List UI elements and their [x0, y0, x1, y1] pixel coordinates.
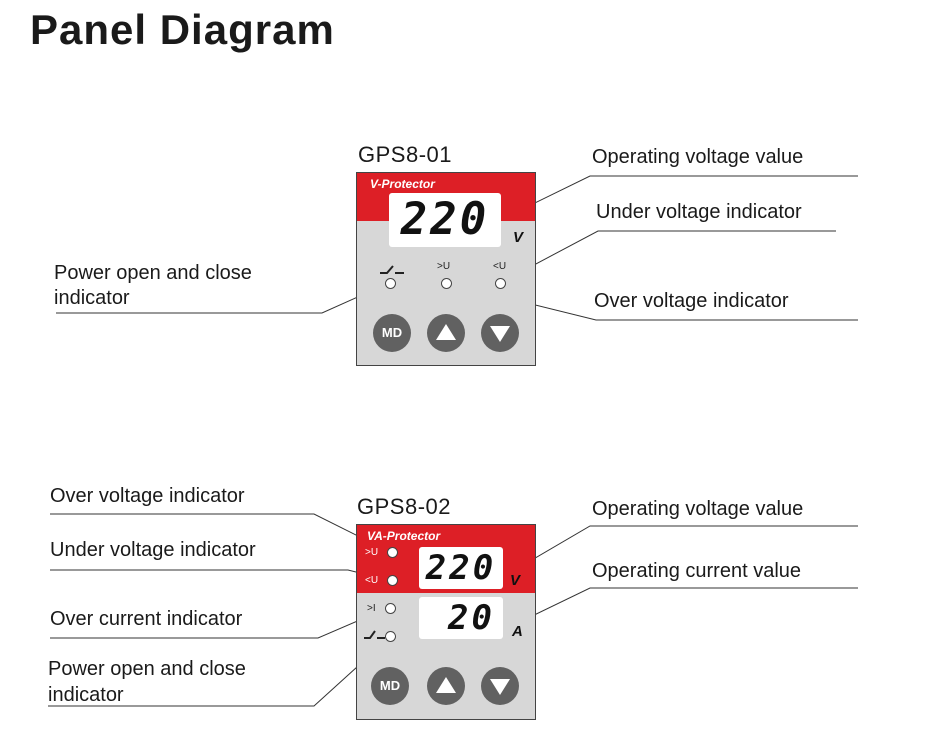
model-gps8-02: GPS8-02 — [357, 494, 451, 519]
arrow-up-icon — [436, 324, 456, 340]
up-button[interactable] — [427, 667, 465, 705]
over-voltage-tag: >U — [437, 261, 451, 272]
under-voltage-led — [495, 278, 506, 289]
voltage-display: 220 — [389, 193, 501, 247]
md-button[interactable]: MD — [371, 667, 409, 705]
under-voltage-led — [387, 575, 398, 586]
power-indicator-led — [385, 278, 396, 289]
callout-operating-voltage-2: Operating voltage value — [592, 498, 804, 520]
callout-power-2-line1: Power open and close — [48, 658, 246, 680]
up-button[interactable] — [427, 314, 465, 352]
arrow-down-icon — [490, 326, 510, 342]
line-under-voltage-2 — [50, 569, 389, 581]
callout-under-voltage-2: Under voltage indicator — [50, 539, 256, 561]
callout-power-1-line1: Power open and close — [54, 262, 252, 284]
voltage-unit: V — [510, 572, 521, 589]
arrow-down-icon — [490, 679, 510, 695]
power-switch-icon — [380, 265, 404, 274]
callout-power-1-line2: indicator — [54, 287, 130, 309]
callout-over-current-2: Over current indicator — [50, 608, 243, 630]
brand-label: V-Protector — [370, 177, 435, 191]
voltage-unit: V — [513, 229, 524, 246]
down-button[interactable] — [481, 667, 519, 705]
line-under-voltage-1 — [499, 230, 836, 284]
arrow-up-icon — [436, 677, 456, 693]
panel-gps8-01: V-Protector 220 V >U <U MD — [356, 172, 536, 366]
panel-gps8-02: VA-Protector >U <U 220 V >I 20 A MD — [356, 524, 536, 720]
under-voltage-tag: <U — [493, 261, 507, 272]
under-voltage-tag: <U — [365, 575, 379, 586]
over-voltage-led — [441, 278, 452, 289]
callout-over-voltage-2: Over voltage indicator — [50, 485, 245, 507]
page-title: Panel Diagram — [30, 6, 335, 53]
md-button[interactable]: MD — [373, 314, 411, 352]
callout-operating-current-2: Operating current value — [592, 560, 802, 582]
power-switch-icon — [364, 630, 385, 639]
callout-over-voltage-1: Over voltage indicator — [594, 290, 789, 312]
callout-under-voltage-1: Under voltage indicator — [596, 201, 802, 223]
over-voltage-led — [387, 547, 398, 558]
line-op-current-2 — [496, 587, 858, 634]
power-indicator-led — [385, 631, 396, 642]
current-unit: A — [512, 623, 523, 640]
down-button[interactable] — [481, 314, 519, 352]
over-current-tag: >I — [367, 603, 376, 614]
callout-operating-voltage-1: Operating voltage value — [592, 146, 804, 168]
voltage-display: 220 — [419, 547, 503, 589]
callout-power-2-line2: indicator — [48, 684, 124, 706]
brand-label: VA-Protector — [367, 529, 441, 543]
model-gps8-01: GPS8-01 — [358, 142, 452, 167]
current-display: 20 — [419, 597, 503, 639]
over-current-led — [385, 603, 396, 614]
over-voltage-tag: >U — [365, 547, 379, 558]
